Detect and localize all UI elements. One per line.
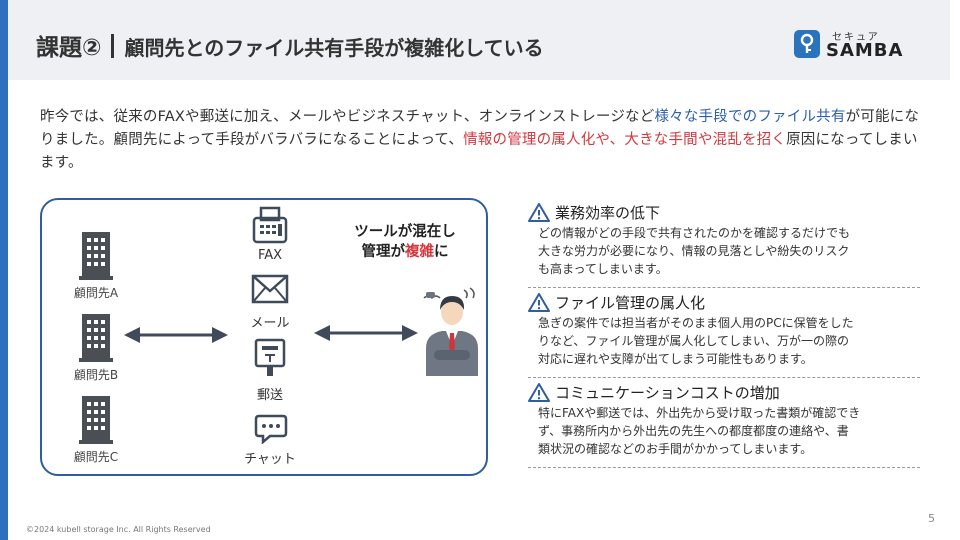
issue-line: ず、事務所内から外出先の先生への都度都度の連絡や、書 [538, 424, 849, 438]
building-icon [79, 396, 113, 444]
logo-subtext: セキュア [832, 32, 880, 43]
fax-icon [252, 206, 288, 244]
logo-text: SAMBA [826, 40, 904, 61]
issue-head: 業務効率の低下 [528, 200, 920, 224]
mixed-caption-line2: 管理が複雑に [340, 242, 470, 262]
issue-line: 大きな労力が必要になり、情報の見落としや紛失のリスク [538, 244, 850, 258]
issue-title: コミュニケーションコストの増加 [555, 383, 780, 402]
building-icon [79, 314, 113, 362]
issue-line: 類状況の確認などのお手間がかかってしまいます。 [538, 442, 813, 456]
postbox-icon [254, 338, 286, 376]
issues-list: 業務効率の低下 どの情報がどの手段で共有されたのかを確認するだけでも 大きな労力… [528, 200, 920, 470]
issue-description: 急ぎの案件では担当者がそのまま個人用のPCに保管をした りなど、ファイル管理が属… [538, 314, 920, 368]
issue-line: も高まってしまいます。 [538, 262, 668, 276]
issue-item: 業務効率の低下 どの情報がどの手段で共有されたのかを確認するだけでも 大きな労力… [528, 200, 920, 290]
mail-icon [251, 274, 289, 304]
issue-item: ファイル管理の属人化 急ぎの案件では担当者がそのまま個人用のPCに保管をした り… [528, 290, 920, 380]
issue-head: コミュニケーションコストの増加 [528, 380, 920, 404]
samba-logo: セキュア SAMBA [786, 28, 916, 64]
dashed-divider [528, 467, 920, 468]
channel-label-mail: メール [250, 316, 290, 331]
left-accent-bar [0, 0, 8, 540]
title-separator [111, 34, 115, 58]
issue-line: どの情報がどの手段で共有されたのかを確認するだけでも [538, 226, 851, 240]
key-icon [794, 30, 820, 58]
chat-bubble-icon [254, 414, 288, 444]
mixed-caption-post: に [434, 244, 449, 260]
intro-paragraph: 昨今では、従来のFAXや郵送に加え、メールやビジネスチャット、オンラインストレー… [40, 106, 930, 175]
mixed-caption-line1: ツールが混在し [354, 224, 456, 240]
intro-highlight-blue: 様々な手段でのファイル共有 [654, 109, 846, 125]
slide-header: 課題② 顧問先とのファイル共有手段が複雑化している [8, 0, 950, 80]
issue-line: 特にFAXや郵送では、外出先から受け取った書類が確認でき [538, 406, 861, 420]
client-label-b: 顧問先B [73, 368, 119, 382]
issue-head: ファイル管理の属人化 [528, 290, 920, 314]
issue-item: コミュニケーションコストの増加 特にFAXや郵送では、外出先から受け取った書類が… [528, 380, 920, 470]
channel-label-post: 郵送 [256, 388, 283, 403]
issue-line: りなど、ファイル管理が属人化してしまい、万が一の際の [538, 334, 850, 348]
intro-text-3: 原因になってしまいます。 [40, 132, 918, 171]
issue-description: 特にFAXや郵送では、外出先から受け取った書類が確認でき ず、事務所内から外出先… [538, 404, 920, 458]
channel-label-fax: FAX [257, 248, 283, 263]
mixed-caption-red: 複雑 [405, 244, 434, 260]
channel-label-chat: チャット [244, 452, 296, 467]
issue-title: ファイル管理の属人化 [555, 293, 706, 312]
mixed-tools-caption: ツールが混在し 管理が複雑に [340, 222, 470, 262]
client-label-a: 顧問先A [73, 286, 119, 300]
copyright-footer: ©2024 kubell storage Inc. All Rights Res… [26, 525, 211, 534]
intro-highlight-red: 情報の管理の属人化や、大きな手間や混乱を招く [463, 132, 787, 148]
worried-businessman-icon [423, 287, 478, 376]
mixed-caption-pre: 管理が [361, 244, 406, 260]
issue-title: 業務効率の低下 [555, 203, 661, 222]
title-label: 課題② [36, 35, 102, 61]
warning-icon [528, 202, 550, 222]
slide-title: 課題② 顧問先とのファイル共有手段が複雑化している [36, 28, 544, 62]
issue-line: 対応に遅れや支障が出てしまう可能性もあります。 [538, 352, 813, 366]
issue-description: どの情報がどの手段で共有されたのかを確認するだけでも 大きな労力が必要になり、情… [538, 224, 920, 278]
building-icon [79, 232, 113, 280]
dashed-divider [528, 287, 920, 288]
warning-icon [528, 292, 550, 312]
intro-text-1: 昨今では、従来のFAXや郵送に加え、メールやビジネスチャット、オンラインストレー… [40, 109, 655, 125]
dashed-divider [528, 377, 920, 378]
double-arrow-icon [124, 327, 228, 343]
warning-icon [528, 382, 550, 402]
client-label-c: 顧問先C [73, 450, 119, 464]
diagram-frame [40, 198, 488, 476]
issue-line: 急ぎの案件では担当者がそのまま個人用のPCに保管をした [538, 316, 854, 330]
intro-text-2: が可能になりました。顧問先によって手段がバラバラになることによって、 [40, 109, 920, 148]
page-number: 5 [928, 512, 935, 525]
double-arrow-icon [314, 325, 418, 341]
title-subtitle: 顧問先とのファイル共有手段が複雑化している [124, 36, 544, 60]
